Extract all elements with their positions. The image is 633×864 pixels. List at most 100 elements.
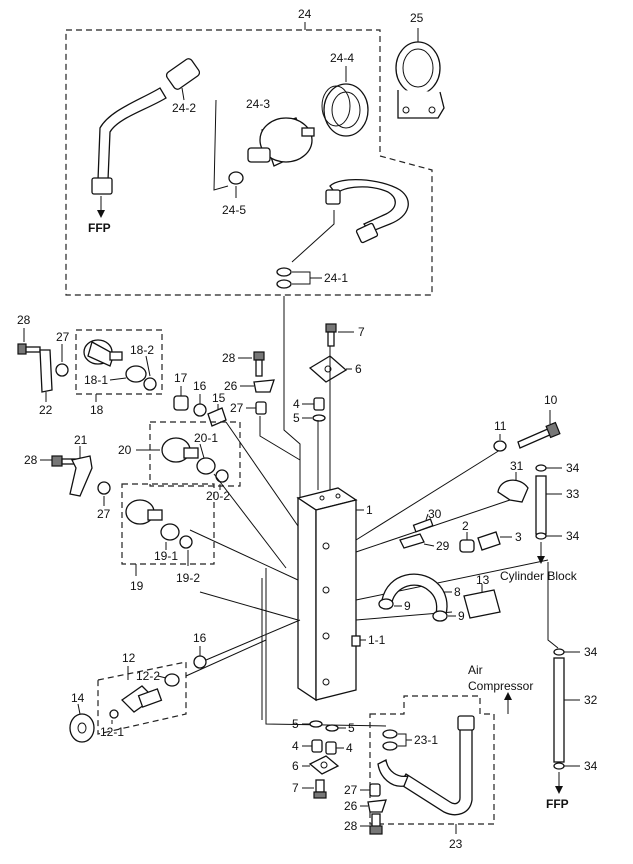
callout-12-1: 12-1 [100, 725, 124, 739]
callout-24-1: 24-1 [324, 271, 348, 285]
callout-5-b: 5 [292, 717, 299, 731]
callout-34-c: 34 [584, 645, 598, 659]
callout-18-2: 18-2 [130, 343, 154, 357]
injector-part-20 [161, 437, 199, 463]
bolt-part-30 [412, 518, 434, 533]
group-19-boundary [121, 483, 215, 565]
callout-1: 1 [366, 503, 373, 517]
seal-part-19-2 [179, 535, 193, 549]
fuel-rail-part-1 [296, 487, 361, 702]
callout-7-a: 7 [358, 325, 365, 339]
o-ring-part-12-2 [164, 673, 180, 687]
callout-23: 23 [449, 837, 463, 851]
callout-6-a: 6 [355, 362, 362, 376]
callout-28-c: 28 [24, 453, 38, 467]
callout-24: 24 [298, 7, 312, 21]
callout-24-4: 24-4 [330, 51, 354, 65]
callout-27-d: 27 [344, 783, 358, 797]
callout-26-a: 26 [224, 379, 238, 393]
callout-24-5: 24-5 [222, 203, 246, 217]
plate-part-6-top [308, 355, 348, 383]
label-ffp-top: FFP [88, 221, 111, 235]
grommets-part-4-bottom [311, 739, 337, 755]
bracket-part-29 [399, 533, 425, 549]
pipe-part-33 [535, 464, 547, 540]
callout-16-b: 16 [193, 631, 207, 645]
seal-part-20-2 [215, 469, 229, 483]
o-ring-part-19-1 [160, 523, 180, 541]
callout-3: 3 [515, 530, 522, 544]
callout-1-1: 1-1 [368, 633, 386, 647]
bracket-part-22 [39, 349, 53, 393]
washer-part-14 [69, 713, 95, 743]
callout-8: 8 [454, 585, 461, 599]
connector-part-3 [477, 531, 501, 551]
callout-20-1: 20-1 [194, 431, 218, 445]
ring-part-24-4 [321, 83, 369, 137]
callout-31: 31 [510, 459, 524, 473]
callout-11: 11 [494, 419, 507, 433]
hose-part-8 [381, 573, 448, 615]
group-20-boundary [149, 421, 241, 487]
washer-part-11 [493, 440, 507, 452]
clip-part-24-5 [228, 171, 244, 185]
o-ring-part-18-1 [125, 365, 147, 383]
callout-28-a: 28 [17, 313, 31, 327]
callout-26-b: 26 [344, 799, 358, 813]
clamp-part-31 [497, 479, 529, 503]
callout-24-2: 24-2 [172, 101, 196, 115]
callout-22: 22 [39, 403, 53, 417]
bolt-part-28-center [253, 351, 265, 377]
callout-20-2: 20-2 [206, 489, 230, 503]
nut-part-27-left [97, 481, 111, 495]
callout-28-b: 28 [222, 351, 236, 365]
clip-part-9-a [378, 598, 394, 610]
callout-23-1: 23-1 [414, 733, 438, 747]
callout-18: 18 [90, 403, 104, 417]
callout-34-d: 34 [584, 759, 598, 773]
callout-34-b: 34 [566, 529, 580, 543]
regulator-part-12 [120, 685, 163, 713]
fuel-pipe-part-24 [325, 178, 409, 244]
fitting-part-17 [173, 395, 189, 411]
injector-part-18 [83, 339, 123, 367]
injector-part-19 [125, 499, 163, 525]
callout-20: 20 [118, 443, 132, 457]
bolt-part-7-top [325, 323, 337, 347]
callout-27-b: 27 [230, 401, 244, 415]
callout-9-b: 9 [458, 609, 465, 623]
callout-21: 21 [74, 433, 88, 447]
callout-13: 13 [476, 573, 490, 587]
callout-12-2: 12-2 [136, 669, 160, 683]
label-ffp-bottom: FFP [546, 797, 569, 811]
spacer-part-27-top [255, 401, 267, 415]
callout-25: 25 [410, 11, 424, 25]
plate-part-6-bottom [308, 755, 340, 775]
fitting-part-2 [459, 539, 475, 553]
callout-33: 33 [566, 487, 580, 501]
nut-part-16-bottom [193, 655, 207, 669]
clip-part-26-top [253, 379, 275, 393]
seal-part-12-1 [109, 709, 119, 719]
callout-19-2: 19-2 [176, 571, 200, 585]
group-23-boundary [369, 695, 495, 825]
callout-15: 15 [212, 391, 226, 405]
callout-4-c: 4 [346, 741, 353, 755]
callout-9-a: 9 [404, 599, 411, 613]
callout-5-c: 5 [348, 721, 355, 735]
bolt-part-28-bottom [369, 813, 383, 835]
hose-part-24-2 [91, 58, 201, 195]
callout-6-b: 6 [292, 759, 299, 773]
label-cylinder-block: Cylinder Block [500, 569, 578, 583]
bracket-part-21 [69, 455, 93, 497]
callout-30: 30 [428, 507, 442, 521]
clip-part-9-b [432, 610, 448, 622]
callout-7-b: 7 [292, 781, 299, 795]
pipe-part-32 [553, 648, 565, 770]
label-compressor: Compressor [468, 679, 533, 693]
nut-part-27-top-left [55, 363, 69, 377]
callout-18-1: 18-1 [84, 373, 108, 387]
label-air: Air [468, 663, 483, 677]
o-ring-part-20-1 [196, 457, 216, 475]
washer-part-5-top [312, 414, 326, 422]
